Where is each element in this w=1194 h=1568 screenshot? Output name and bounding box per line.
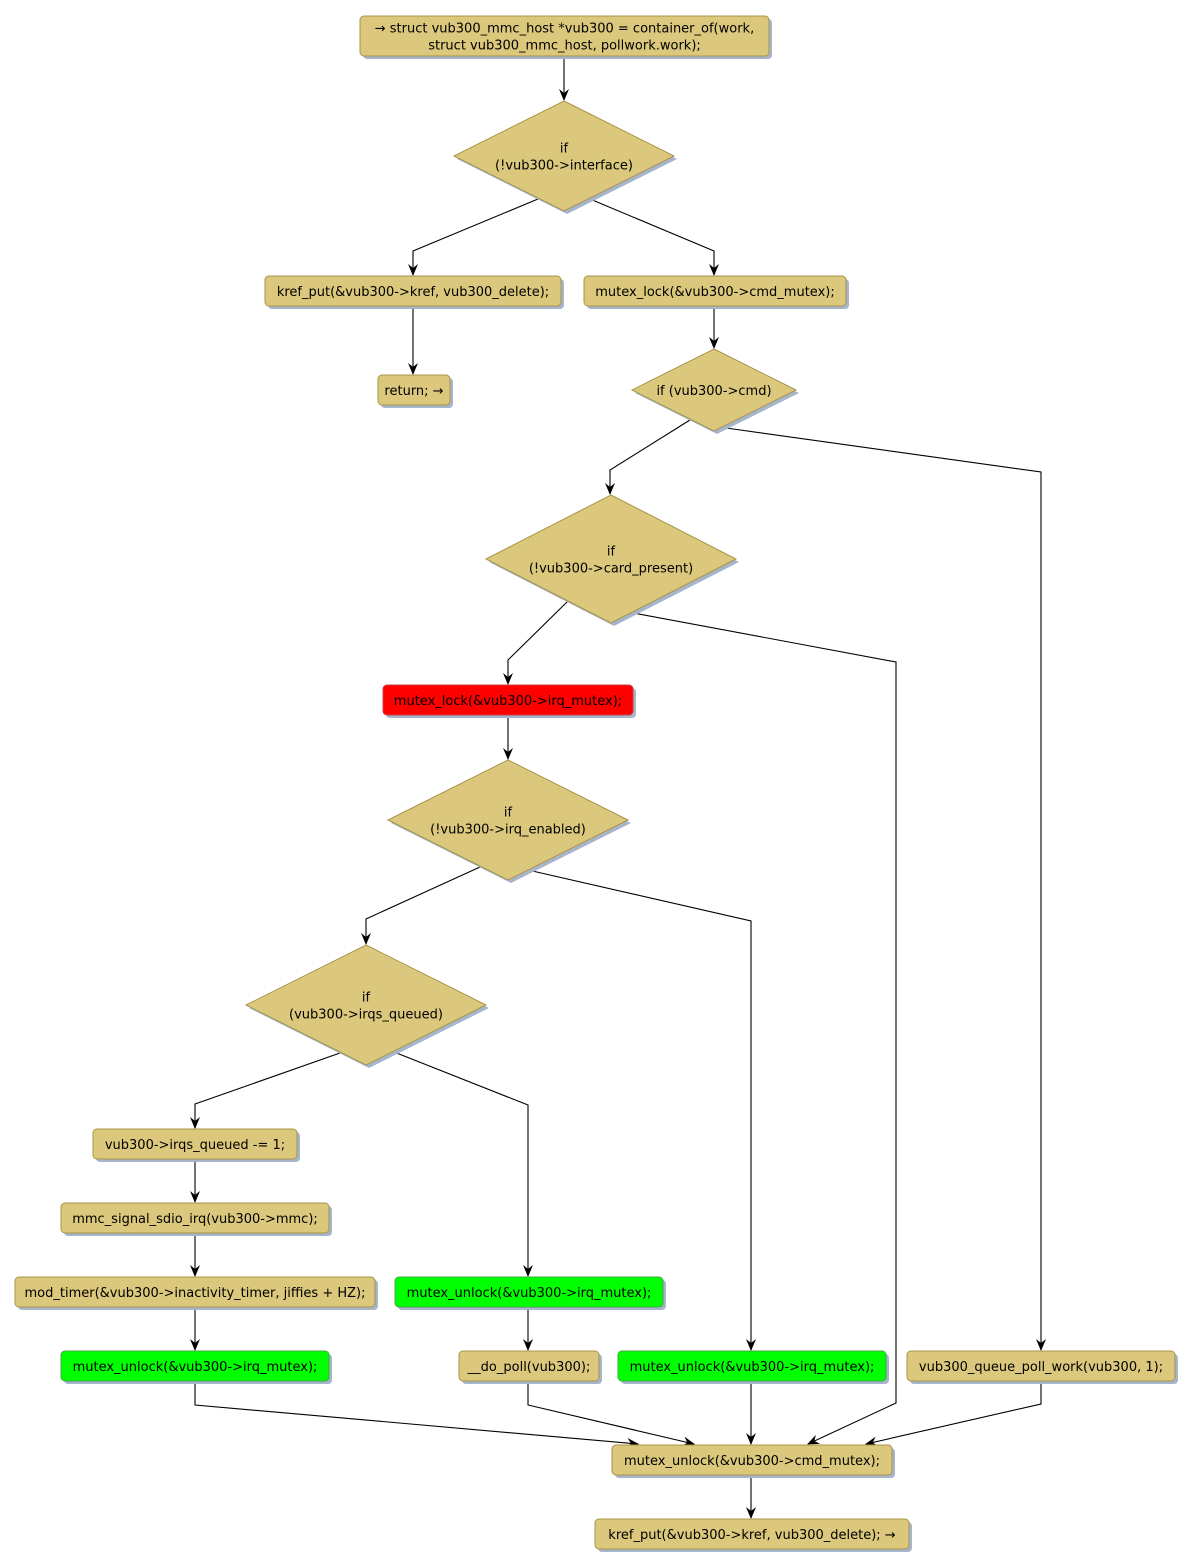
node-shape xyxy=(60,1202,330,1234)
node-label: if xyxy=(560,142,569,157)
node-label: if xyxy=(362,991,371,1006)
node-shape xyxy=(617,1350,887,1382)
node-shape xyxy=(377,374,451,406)
edge-if_irq_enabled-to-unlock_irq_3 xyxy=(527,869,756,1351)
process-node-unlock_irq_1: mutex_unlock(&vub300->irq_mutex); xyxy=(60,1350,332,1384)
node-shape xyxy=(611,1444,893,1476)
edge-if_cmd-to-queue_poll xyxy=(725,427,1046,1351)
decision-node-if_cmd: if (vub300->cmd) xyxy=(630,348,799,434)
node-shape xyxy=(452,100,676,212)
edge-if_interface-to-kref_put_1 xyxy=(408,198,539,276)
node-shape xyxy=(14,1276,376,1308)
node-label: vub300_queue_poll_work(vub300, 1); xyxy=(919,1360,1163,1375)
node-label: kref_put(&vub300->kref, vub300_delete); … xyxy=(608,1528,896,1543)
process-node-dec_queued: vub300->irqs_queued -= 1; xyxy=(92,1128,300,1162)
node-shape xyxy=(484,494,738,624)
decision-node-if_interface: if (!vub300->interface) xyxy=(452,100,677,214)
process-node-kref_put_1: kref_put(&vub300->kref, vub300_delete); xyxy=(264,275,564,309)
process-node-lock_irq: mutex_lock(&vub300->irq_mutex); xyxy=(382,684,636,718)
process-node-do_poll: __do_poll(vub300); xyxy=(458,1350,602,1384)
edge-unlock_irq_1-to-unlock_cmd xyxy=(194,1381,639,1449)
edges-layer xyxy=(190,56,1046,1519)
edge-if_irqs_queued-to-dec_queued xyxy=(190,1052,341,1129)
process-node-queue_poll: vub300_queue_poll_work(vub300, 1); xyxy=(906,1350,1178,1384)
node-label: mutex_unlock(&vub300->cmd_mutex); xyxy=(624,1454,880,1469)
process-node-unlock_irq_2: mutex_unlock(&vub300->irq_mutex); xyxy=(394,1276,666,1310)
node-shape xyxy=(394,1276,664,1308)
node-shape xyxy=(906,1350,1176,1382)
node-label: struct vub300_mmc_host, pollwork.work); xyxy=(428,39,701,54)
node-label: (vub300->irqs_queued) xyxy=(289,1008,443,1023)
node-shape xyxy=(359,15,770,57)
process-node-unlock_irq_3: mutex_unlock(&vub300->irq_mutex); xyxy=(617,1350,889,1384)
node-label: if xyxy=(607,545,616,560)
edge-if_card-to-unlock_cmd xyxy=(627,611,897,1445)
node-label: → struct vub300_mmc_host *vub300 = conta… xyxy=(375,22,754,37)
node-label: if xyxy=(504,806,513,821)
node-label: __do_poll(vub300); xyxy=(467,1360,591,1375)
edge-if_irq_enabled-to-if_irqs_queued xyxy=(361,866,481,945)
node-label: mutex_lock(&vub300->cmd_mutex); xyxy=(595,285,834,300)
node-label: vub300->irqs_queued -= 1; xyxy=(105,1138,285,1153)
edge-queue_poll-to-unlock_cmd xyxy=(865,1381,1042,1447)
node-shape xyxy=(60,1350,330,1382)
process-node-unlock_cmd: mutex_unlock(&vub300->cmd_mutex); xyxy=(611,1444,895,1478)
node-shape xyxy=(583,275,847,307)
node-label: mod_timer(&vub300->inactivity_timer, jif… xyxy=(25,1286,366,1301)
node-label: mutex_lock(&vub300->irq_mutex); xyxy=(394,694,622,709)
decision-node-if_irq_enabled: if (!vub300->irq_enabled) xyxy=(386,759,631,883)
process-node-lock_cmd: mutex_lock(&vub300->cmd_mutex); xyxy=(583,275,849,309)
node-label: return; → xyxy=(384,384,443,399)
node-label: (!vub300->card_present) xyxy=(529,562,693,577)
node-label: (!vub300->irq_enabled) xyxy=(430,823,586,838)
node-shape xyxy=(382,684,634,716)
node-label: mutex_unlock(&vub300->irq_mutex); xyxy=(73,1360,318,1375)
node-label: (!vub300->interface) xyxy=(495,159,633,174)
node-label: mutex_unlock(&vub300->irq_mutex); xyxy=(407,1286,652,1301)
process-node-kref_put_2: kref_put(&vub300->kref, vub300_delete); … xyxy=(594,1518,912,1552)
edge-if_interface-to-lock_cmd xyxy=(589,198,719,276)
node-shape xyxy=(630,348,798,432)
process-node-return: return; → xyxy=(377,374,453,408)
nodes-layer: → struct vub300_mmc_host *vub300 = conta… xyxy=(14,15,1178,1552)
edge-do_poll-to-unlock_cmd xyxy=(527,1381,695,1447)
edge-if_card-to-lock_irq xyxy=(503,600,569,685)
edge-if_irqs_queued-to-unlock_irq_2 xyxy=(393,1051,533,1277)
decision-node-if_card: if (!vub300->card_present) xyxy=(484,494,739,626)
process-node-signal: mmc_signal_sdio_irq(vub300->mmc); xyxy=(60,1202,332,1236)
process-node-mod_timer: mod_timer(&vub300->inactivity_timer, jif… xyxy=(14,1276,378,1310)
node-label: mutex_unlock(&vub300->irq_mutex); xyxy=(630,1360,875,1375)
node-shape xyxy=(458,1350,600,1382)
edge-if_cmd-to-if_card xyxy=(605,419,691,495)
node-shape xyxy=(264,275,562,307)
node-label: kref_put(&vub300->kref, vub300_delete); xyxy=(277,285,549,300)
decision-node-if_irqs_queued: if (vub300->irqs_queued) xyxy=(244,944,489,1068)
node-shape xyxy=(92,1128,298,1160)
node-shape xyxy=(594,1518,910,1550)
node-label: if (vub300->cmd) xyxy=(656,384,771,399)
process-node-start: → struct vub300_mmc_host *vub300 = conta… xyxy=(359,15,772,59)
node-shape xyxy=(244,944,488,1066)
node-shape xyxy=(386,759,630,881)
node-label: mmc_signal_sdio_irq(vub300->mmc); xyxy=(72,1212,318,1227)
